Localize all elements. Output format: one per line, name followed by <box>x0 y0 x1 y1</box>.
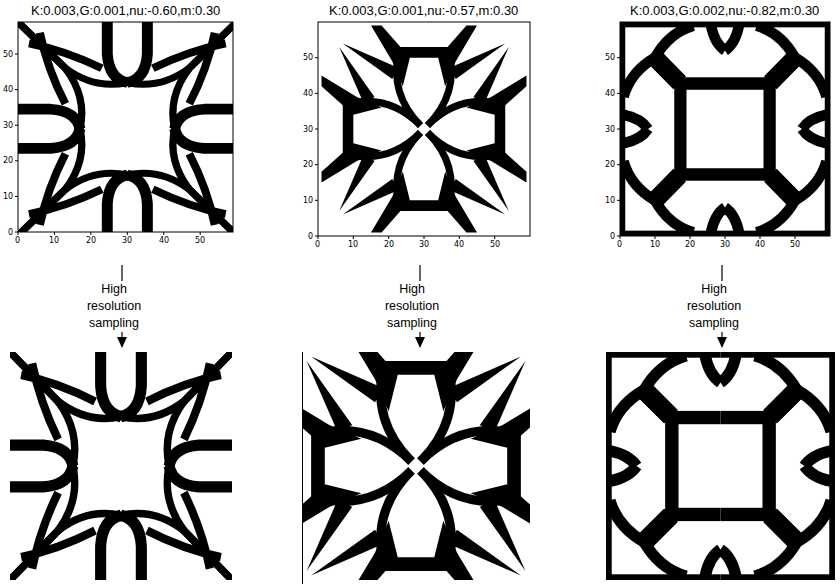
tick-label: 10 <box>3 192 13 201</box>
plot-title: K:0.003,G:0.002,nu:-0.82,m:0.30 <box>630 3 819 18</box>
annotation: High resolution sampling <box>379 281 445 332</box>
tick-mark <box>388 236 389 239</box>
tick-label: 50 <box>490 240 500 249</box>
tick-label: 0 <box>610 232 615 241</box>
topology <box>620 22 830 236</box>
tick-mark <box>54 232 55 235</box>
tick-label: 50 <box>790 240 800 249</box>
tick-label: 20 <box>303 160 313 169</box>
tick-mark <box>795 236 796 239</box>
high-res-topology <box>284 334 548 584</box>
tick-mark <box>690 236 691 239</box>
annotation: High resolution sampling <box>681 281 747 332</box>
tick-mark <box>617 57 620 58</box>
tick-mark <box>315 200 318 201</box>
tick-label: 0 <box>308 232 313 241</box>
tick-mark <box>15 89 18 90</box>
tick-label: 40 <box>605 89 615 98</box>
tick-mark <box>163 232 164 235</box>
tick-mark <box>617 129 620 130</box>
topology-plot <box>322 26 527 233</box>
topology <box>18 22 237 236</box>
tick-label: 0 <box>315 240 320 249</box>
tick-mark <box>760 236 761 239</box>
tick-label: 50 <box>3 50 13 59</box>
tick-label: 10 <box>49 236 59 245</box>
tick-label: 40 <box>454 240 464 249</box>
tick-mark <box>353 236 354 239</box>
tick-label: 30 <box>720 240 730 249</box>
tick-mark <box>200 232 201 235</box>
tick-label: 30 <box>3 121 13 130</box>
tick-label: 20 <box>86 236 96 245</box>
tick-label: 40 <box>3 85 13 94</box>
axis-ticks <box>15 54 795 239</box>
tick-label: 20 <box>685 240 695 249</box>
tick-mark <box>617 200 620 201</box>
tick-label: 30 <box>303 125 313 134</box>
plot-title: K:0.003,G:0.001,nu:-0.57,m:0.30 <box>329 3 518 18</box>
image-edge <box>302 352 303 584</box>
tick-mark <box>315 93 318 94</box>
topology <box>606 352 835 580</box>
tick-label: 10 <box>605 196 615 205</box>
topology <box>284 334 548 584</box>
topology <box>322 26 527 233</box>
tick-label: 10 <box>348 240 358 249</box>
tick-mark <box>15 196 18 197</box>
tick-mark <box>127 232 128 235</box>
tick-mark <box>315 129 318 130</box>
plot-frame <box>18 22 233 232</box>
tick-mark <box>424 236 425 239</box>
plot-frame <box>318 22 530 236</box>
tick-label: 0 <box>617 240 622 249</box>
tick-label: 10 <box>650 240 660 249</box>
tick-label: 40 <box>159 236 169 245</box>
tick-mark <box>315 57 318 58</box>
tick-label: 20 <box>605 160 615 169</box>
tick-mark <box>459 236 460 239</box>
tick-mark <box>15 160 18 161</box>
tick-label: 10 <box>303 196 313 205</box>
tick-label: 0 <box>8 228 13 237</box>
tick-mark <box>315 236 318 237</box>
tick-mark <box>90 232 91 235</box>
topology <box>10 352 232 580</box>
high-res-topology <box>10 352 232 580</box>
tick-label: 0 <box>15 236 20 245</box>
high-res-topology <box>606 352 835 580</box>
tick-mark <box>617 93 620 94</box>
tick-mark <box>315 164 318 165</box>
tick-label: 40 <box>303 89 313 98</box>
tick-mark <box>617 236 620 237</box>
tick-label: 30 <box>419 240 429 249</box>
tick-label: 30 <box>122 236 132 245</box>
down-arrows <box>117 265 727 348</box>
tick-mark <box>494 236 495 239</box>
tick-label: 40 <box>755 240 765 249</box>
tick-label: 50 <box>195 236 205 245</box>
tick-mark <box>725 236 726 239</box>
tick-label: 50 <box>303 53 313 62</box>
tick-label: 50 <box>605 53 615 62</box>
plot-frame <box>620 22 830 236</box>
tick-mark <box>655 236 656 239</box>
plot-title: K:0.003,G:0.001,nu:-0.60,m:0.30 <box>31 3 220 18</box>
annotation: High resolution sampling <box>81 281 147 332</box>
tick-label: 20 <box>3 156 13 165</box>
tick-label: 30 <box>605 125 615 134</box>
tick-mark <box>15 54 18 55</box>
tick-mark <box>15 125 18 126</box>
topology-plot <box>620 22 830 236</box>
tick-label: 20 <box>384 240 394 249</box>
topology-plot <box>18 22 237 236</box>
tick-mark <box>15 232 18 233</box>
tick-mark <box>617 164 620 165</box>
